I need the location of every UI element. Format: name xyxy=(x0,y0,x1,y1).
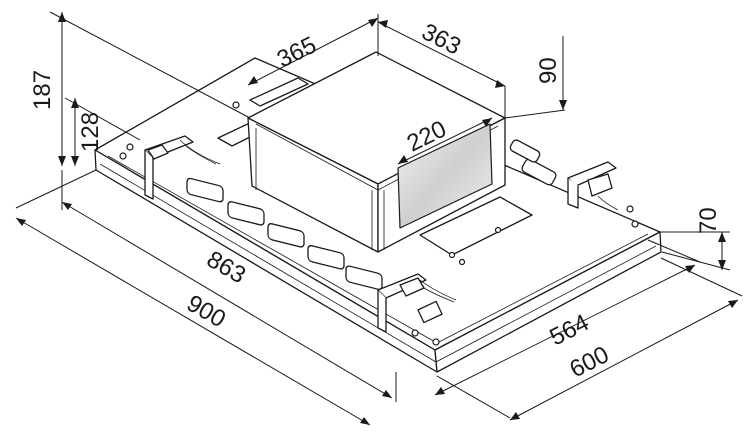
dim-365: 365 xyxy=(273,32,321,74)
dim-363: 363 xyxy=(417,18,465,60)
dim-564: 564 xyxy=(545,309,593,351)
filter-slots xyxy=(186,177,383,291)
hood-right-face xyxy=(434,231,662,373)
bracket-center xyxy=(377,273,457,333)
dim-128: 128 xyxy=(77,112,104,152)
bracket-left xyxy=(144,135,221,200)
dim-900: 900 xyxy=(182,290,230,333)
dimension-lines xyxy=(15,11,743,426)
motor-box xyxy=(247,51,506,253)
dim-70: 70 xyxy=(695,207,722,234)
dim-600: 600 xyxy=(565,341,613,383)
dim-187: 187 xyxy=(29,70,56,110)
motor-box-window xyxy=(397,123,493,229)
dim-90: 90 xyxy=(535,57,562,84)
bracket-right xyxy=(567,161,619,211)
